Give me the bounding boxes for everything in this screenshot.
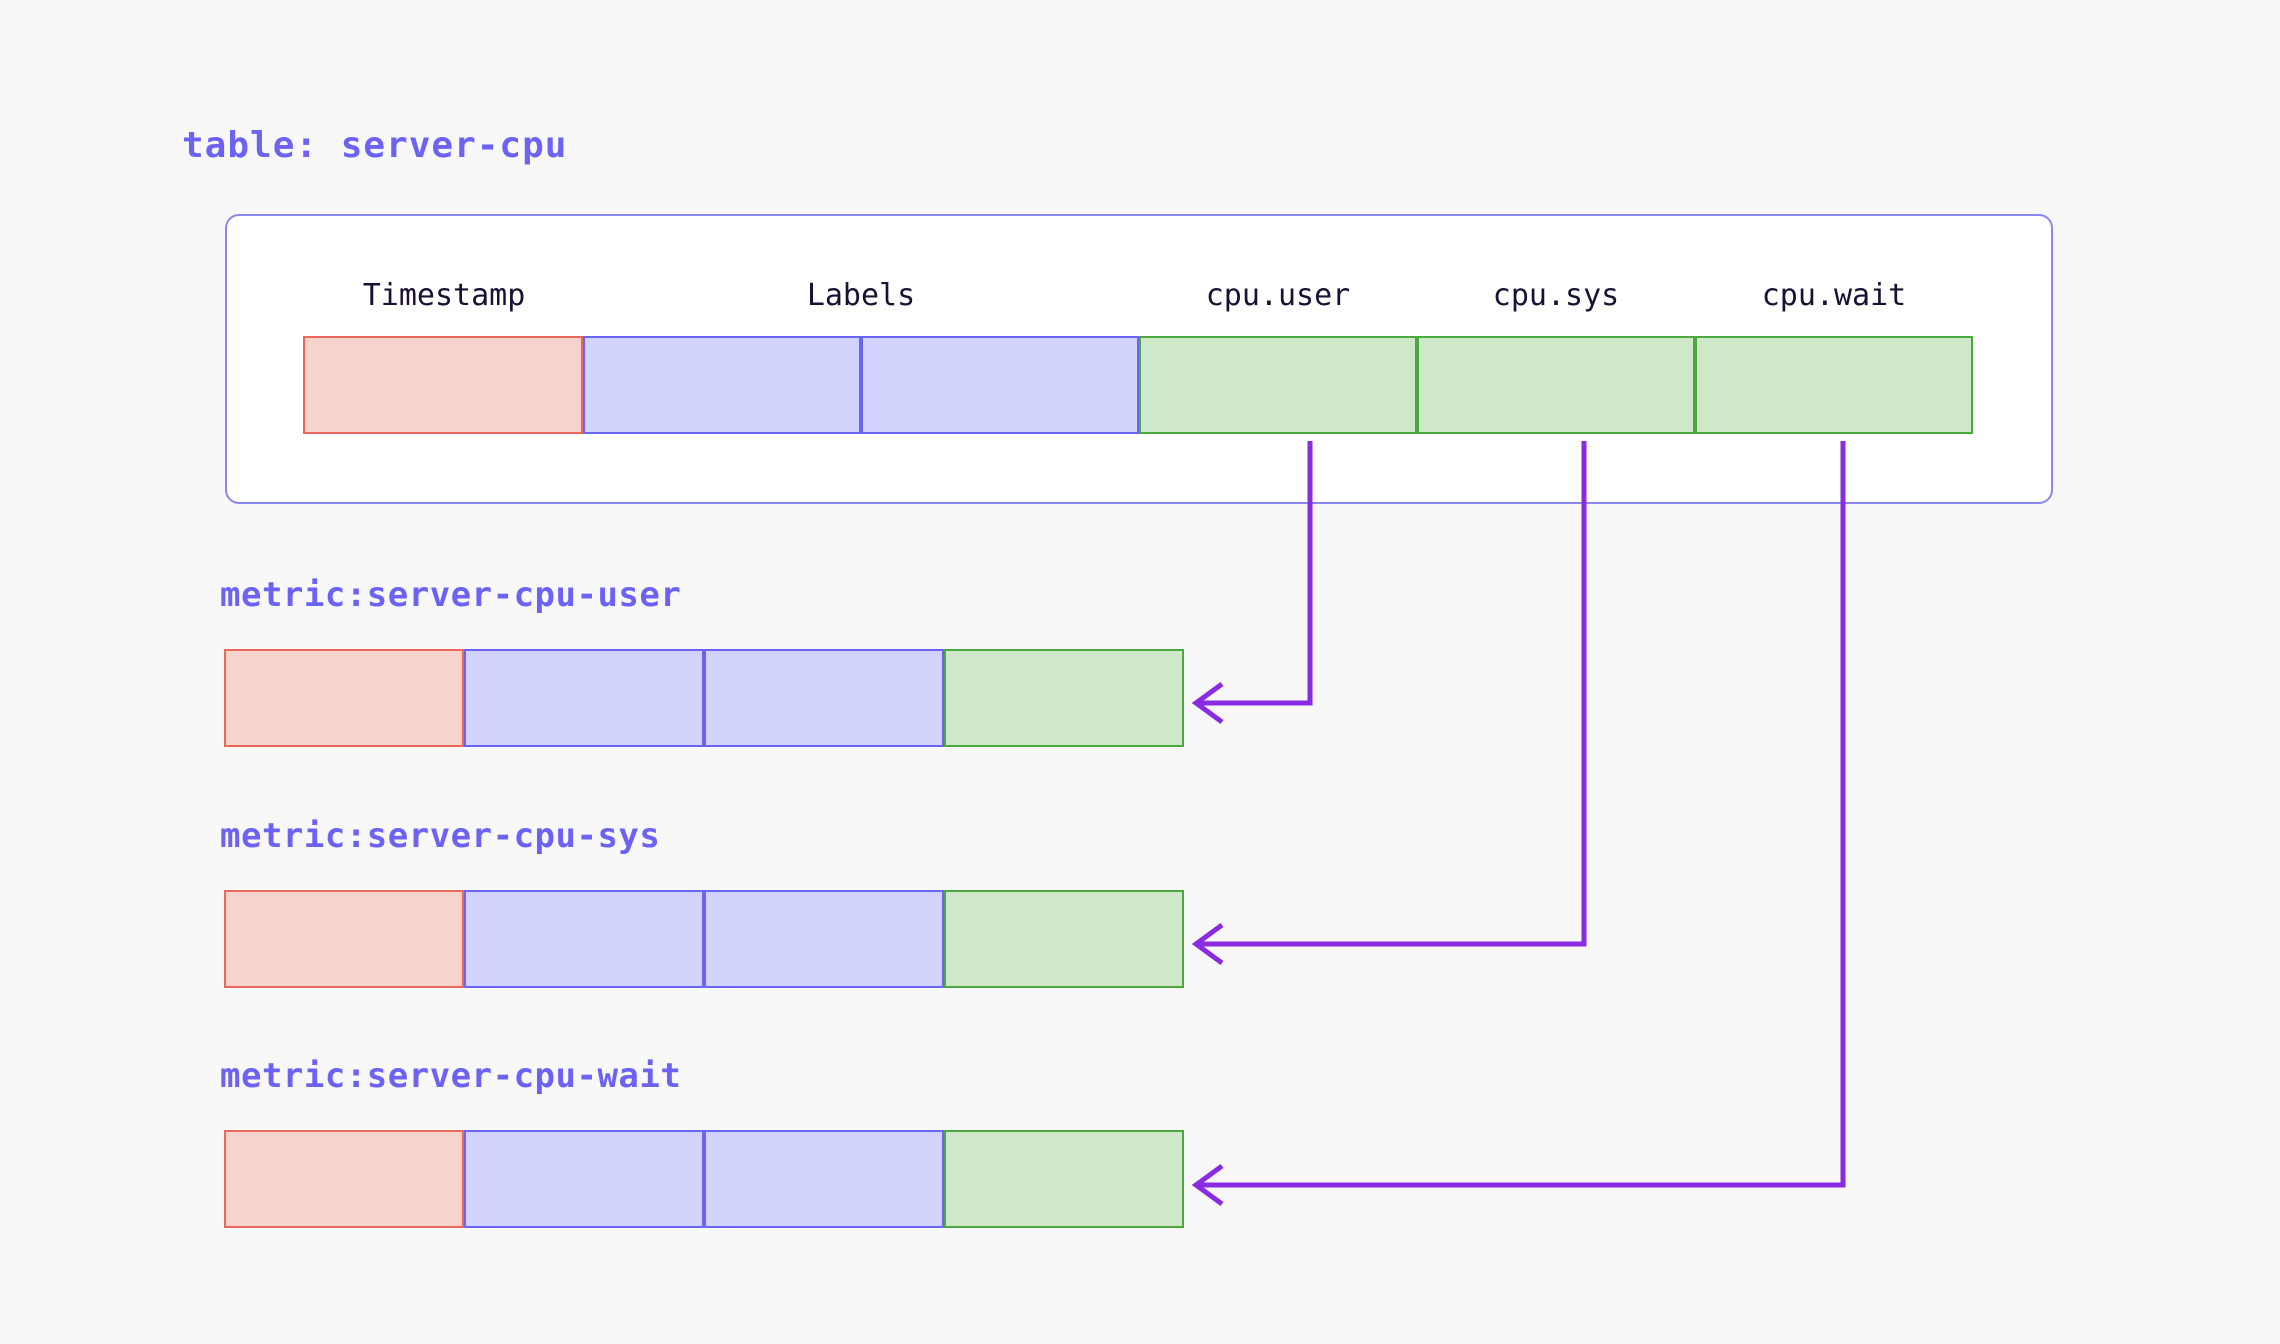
connector-arrow-2 xyxy=(1191,441,1846,1207)
column-header-labels: Labels xyxy=(806,278,916,313)
metric-row-1 xyxy=(224,890,1184,988)
metric-label-1: metric:server-cpu-sys xyxy=(220,816,661,856)
arrowhead-0 xyxy=(1191,681,1224,725)
metric-cell-0-0 xyxy=(224,649,464,747)
metric-row-2 xyxy=(224,1130,1184,1228)
metric-cell-2-0 xyxy=(224,1130,464,1228)
table-cell-value-3 xyxy=(1139,336,1417,434)
metric-cell-2-3 xyxy=(944,1130,1184,1228)
metric-label-0: metric:server-cpu-user xyxy=(220,575,682,615)
metric-label-2: metric:server-cpu-wait xyxy=(220,1056,682,1096)
metric-cell-1-3 xyxy=(944,890,1184,988)
arrowhead-1 xyxy=(1191,922,1224,966)
metric-cell-0-3 xyxy=(944,649,1184,747)
table-cell-labels-2 xyxy=(861,336,1139,434)
column-header-cpu-sys: cpu.sys xyxy=(1492,278,1620,313)
metric-cell-0-1 xyxy=(464,649,704,747)
metric-cell-1-2 xyxy=(704,890,944,988)
table-column-headers: Timestamp Labels cpu.user cpu.sys cpu.wait xyxy=(225,278,2053,324)
metric-cell-2-2 xyxy=(704,1130,944,1228)
table-cell-labels-1 xyxy=(583,336,861,434)
table-cell-value-4 xyxy=(1417,336,1695,434)
connector-arrow-1 xyxy=(1191,441,1587,966)
table-title: table: server-cpu xyxy=(182,125,568,166)
metric-cell-1-1 xyxy=(464,890,704,988)
table-cell-timestamp-0 xyxy=(303,336,583,434)
metric-cell-0-2 xyxy=(704,649,944,747)
table-cell-value-5 xyxy=(1695,336,1973,434)
metric-cell-2-1 xyxy=(464,1130,704,1228)
column-header-cpu-user: cpu.user xyxy=(1205,278,1351,313)
column-header-cpu-wait: cpu.wait xyxy=(1761,278,1907,313)
column-header-timestamp: Timestamp xyxy=(362,278,526,313)
metric-cell-1-0 xyxy=(224,890,464,988)
metric-row-0 xyxy=(224,649,1184,747)
arrowhead-2 xyxy=(1191,1163,1224,1207)
